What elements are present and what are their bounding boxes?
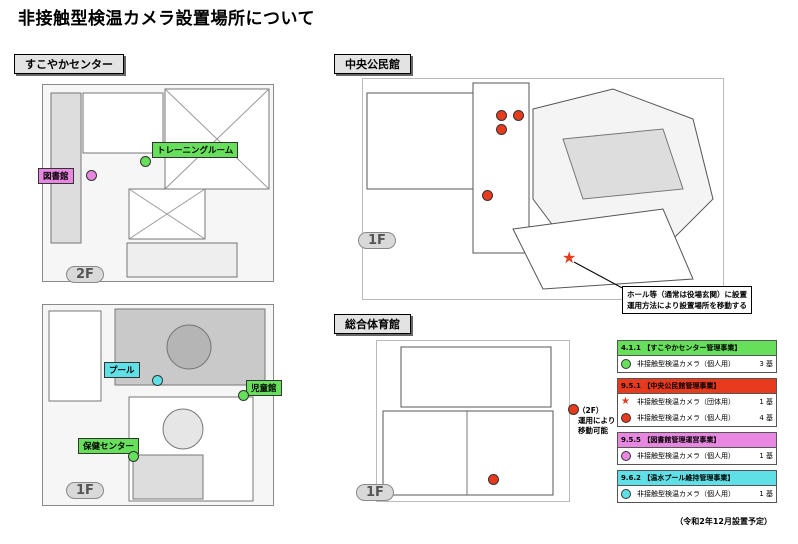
star-marker-chuo: ★: [562, 248, 577, 267]
sogo-2f-note: （2F） 運用により 移動可能: [578, 406, 615, 436]
camera-marker-jidokan: [238, 390, 249, 401]
tag-training-room: トレーニングルーム: [152, 142, 239, 158]
legend-star-icon: ★: [621, 396, 630, 407]
footnote: （令和2年12月設置予定）: [675, 517, 772, 526]
legend-group-library: 9.5.5 【図書館管理運営事業】 非接触型検温カメラ（個人用） 1 基: [617, 432, 777, 465]
floor-label-1f-sukoyaka: 1F: [66, 482, 104, 499]
camera-marker-sogo-2f: [568, 404, 579, 415]
sogo-note-line-1: （2F）: [578, 406, 604, 415]
legend-dot-icon: [621, 489, 631, 499]
legend-item-count: 4 基: [759, 414, 773, 422]
callout-line-2: 運用方法により設置場所を移動する: [627, 301, 747, 310]
legend-row: ★ 非接触型検温カメラ（団体用） 1 基: [618, 394, 776, 410]
sogo-note-line-3: 移動可能: [578, 426, 608, 435]
legend-item-count: 1 基: [759, 490, 773, 498]
floorplan-sukoyaka-2f: [42, 84, 274, 282]
camera-marker-library: [86, 170, 97, 181]
camera-marker-sogo-1f: [488, 474, 499, 485]
legend-dot-icon: [621, 359, 631, 369]
floor-label-2f: 2F: [66, 266, 104, 283]
camera-marker-training: [140, 156, 151, 167]
legend-row: 非接触型検温カメラ（個人用） 1 基: [618, 448, 776, 464]
legend-dot-icon: [621, 451, 631, 461]
tag-pool: プール: [104, 362, 140, 378]
tag-library: 図書館: [38, 168, 74, 184]
legend-item-name: 非接触型検温カメラ（個人用）: [637, 452, 735, 460]
legend-item-name: 非接触型検温カメラ（個人用）: [637, 414, 735, 422]
floorplan-sukoyaka-2f-drawing: [50, 88, 270, 278]
legend-item-count: 1 基: [759, 452, 773, 460]
camera-marker-chuo-3: [496, 124, 507, 135]
legend-row: 非接触型検温カメラ（個人用） 1 基: [618, 486, 776, 502]
legend-header: 4.1.1 【すこやかセンター管理事業】: [618, 341, 776, 356]
legend-dot-icon: [621, 413, 631, 423]
tag-jidokan: 児童館: [246, 380, 282, 396]
legend-group-pool: 9.6.2 【温水プール維持管理事業】 非接触型検温カメラ（個人用） 1 基: [617, 470, 777, 503]
callout-line-1: ホール等（通常は役場玄関）に設置: [627, 290, 747, 299]
floor-label-1f-chuo: 1F: [358, 232, 396, 249]
legend-header: 9.6.2 【温水プール維持管理事業】: [618, 471, 776, 486]
callout-leader-line: [573, 261, 627, 291]
page-title: 非接触型検温カメラ設置場所について: [18, 9, 315, 29]
legend-group-chuo: 9.5.1 【中央公民館管理事業】 ★ 非接触型検温カメラ（団体用） 1 基 非…: [617, 378, 777, 427]
camera-marker-hoken: [128, 451, 139, 462]
section-sukoyaka: すこやかセンター: [14, 54, 124, 74]
legend-item-count: 1 基: [759, 398, 773, 406]
sogo-note-line-2: 運用により: [578, 416, 616, 425]
legend-header: 9.5.1 【中央公民館管理事業】: [618, 379, 776, 394]
section-chuo: 中央公民館: [334, 54, 411, 74]
floorplan-chuo-1f-drawing: [366, 82, 714, 290]
legend-header: 9.5.5 【図書館管理運営事業】: [618, 433, 776, 448]
camera-marker-chuo-1: [496, 110, 507, 121]
tag-hoken-center: 保健センター: [78, 438, 140, 454]
floorplan-chuo-1f: [362, 78, 724, 300]
legend-item-count: 3 基: [759, 360, 773, 368]
floorplan-sukoyaka-1f-drawing: [48, 308, 266, 502]
camera-marker-chuo-4: [482, 190, 493, 201]
legend-item-name: 非接触型検温カメラ（団体用）: [637, 398, 735, 406]
legend-group-sukoyaka: 4.1.1 【すこやかセンター管理事業】 非接触型検温カメラ（個人用） 3 基: [617, 340, 777, 373]
floor-label-1f-sogo: 1F: [356, 484, 394, 501]
camera-marker-chuo-2: [513, 110, 524, 121]
floorplan-sukoyaka-1f: [42, 304, 274, 506]
floorplan-sogo-1f-drawing: [382, 346, 554, 496]
callout-hall: ホール等（通常は役場玄関）に設置 運用方法により設置場所を移動する: [622, 286, 752, 314]
floorplan-sogo-1f: [376, 340, 570, 502]
legend-row: 非接触型検温カメラ（個人用） 4 基: [618, 410, 776, 426]
legend-item-name: 非接触型検温カメラ（個人用）: [637, 490, 735, 498]
legend-row: 非接触型検温カメラ（個人用） 3 基: [618, 356, 776, 372]
section-sogo: 総合体育館: [334, 314, 411, 334]
legend-item-name: 非接触型検温カメラ（個人用）: [637, 360, 735, 368]
camera-marker-pool: [152, 375, 163, 386]
